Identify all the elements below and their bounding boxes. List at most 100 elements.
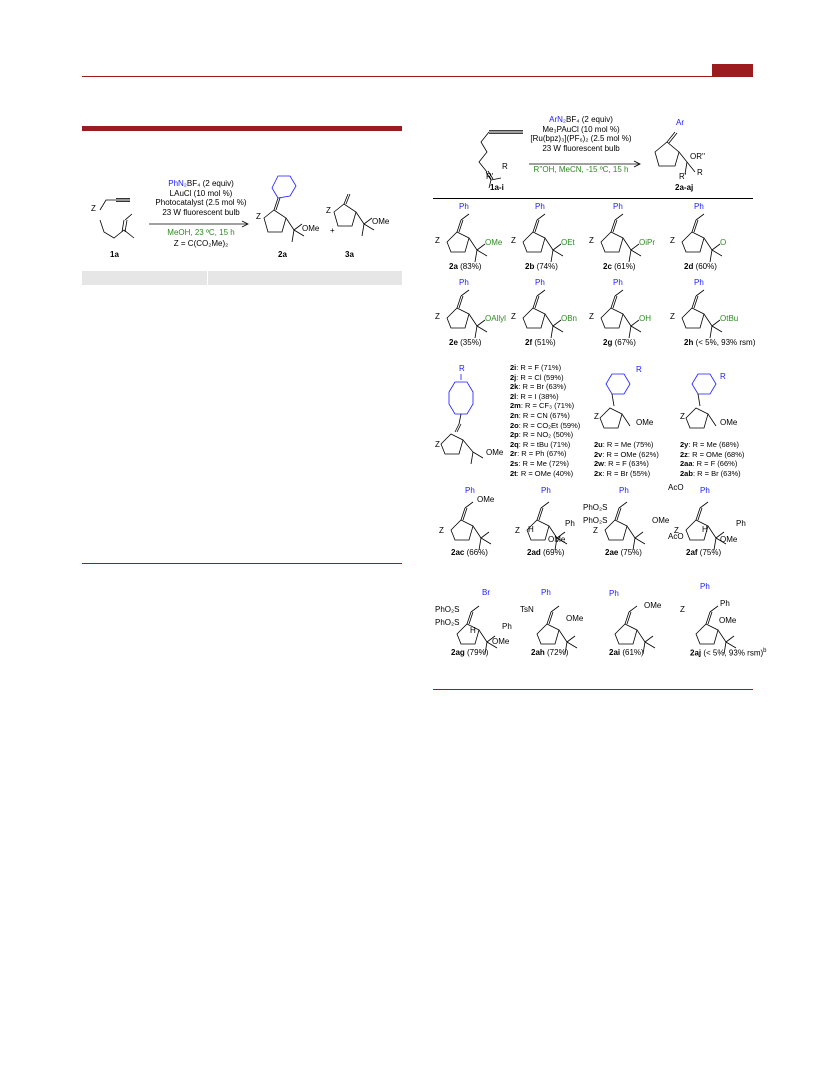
list-item: 2r: R = Ph (67%)	[510, 449, 567, 459]
compound-id: 2aj	[690, 648, 702, 658]
left-z-definition: Z = C(CO₂Me)₂	[173, 239, 229, 248]
left-sm-z: Z	[91, 204, 96, 213]
compound-id: 2g	[603, 338, 613, 347]
compound-2ad-z: Z	[515, 526, 520, 535]
compound-2f-z: Z	[511, 312, 516, 321]
meta-ome: OMe	[636, 418, 654, 427]
left-sm-label: 1a	[110, 250, 119, 259]
compound-2ag-caption: 2ag (79%)	[451, 648, 488, 657]
list-item: 2n: R = CN (67%)	[510, 410, 570, 420]
right-or: OR''	[690, 152, 706, 161]
meta-yield-list: 2u: R = Me (75%)2v: R = OMe (62%)2w: R =…	[594, 440, 659, 478]
compound-2ad-caption: 2ad (69%)	[527, 548, 564, 557]
compound-yield: (67%)	[612, 338, 636, 347]
meta-ortho-structures	[599, 373, 717, 429]
compound-2ag-ome: OMe	[492, 637, 510, 646]
compound-2ae-phso2-b: PhO₂S	[583, 516, 608, 525]
compound-yield: (61%)	[620, 648, 644, 657]
left-solvent: MeOH, 23 ºC, 15 h	[167, 228, 235, 237]
compound-2aj-structure	[695, 605, 737, 655]
list-item: 2p: R = NO₂ (50%)	[510, 430, 574, 440]
right-solvent: R''OH, MeCN, -15 ºC, 15 h	[533, 165, 629, 174]
list-item: 2k: R = Br (63%)	[510, 382, 567, 392]
para-r: R	[459, 364, 465, 373]
compound-yield: (69%)	[540, 548, 565, 557]
compound-2b-structure	[522, 213, 564, 263]
left-p2-z: Z	[326, 206, 331, 215]
left-scheme-structures	[99, 175, 375, 243]
compound-yield: (< 5%, 93% rsm)	[693, 338, 756, 347]
compound-2c-structure	[600, 213, 642, 263]
compound-2ac-z: Z	[439, 526, 444, 535]
para-ome: OMe	[486, 448, 504, 457]
compound-2af-ph-side: Ph	[736, 519, 746, 528]
compound-2af-z: Z	[674, 526, 679, 535]
compound-2ah-ph: Ph	[541, 588, 551, 597]
left-table-header	[82, 271, 402, 285]
compound-2a-z: Z	[435, 236, 440, 245]
compound-id: 2h	[684, 338, 694, 347]
list-item: 2j: R = Cl (59%)	[510, 372, 564, 382]
left-conditions: PhN₂Z = C(CO₂Me)₂BF₄ (2 equiv) LAuCl (10…	[155, 179, 247, 217]
compound-2ah-caption: 2ah (72%)	[531, 648, 568, 657]
compound-2e-ph: Ph	[459, 278, 469, 287]
compound-2aj-ome: OMe	[719, 616, 737, 625]
compound-2ad-ome: OMe	[548, 535, 566, 544]
compound-id: 2ai	[609, 648, 621, 657]
compound-2aj-caption: 2aj (< 5%, 93% rsm)b	[690, 648, 767, 658]
compound-2ag-phso2-a: PhO₂S	[435, 605, 460, 614]
right-ar: Ar	[676, 118, 684, 127]
compound-2a-caption: 2a (83%)	[449, 262, 481, 271]
compound-id: 2d	[684, 262, 694, 271]
left-p2-ome: OMe	[372, 217, 390, 226]
compound-2ac-ph: Ph	[465, 486, 475, 495]
compound-2ah-tsn: TsN	[520, 605, 534, 614]
compound-2af-ome: OMe	[720, 535, 738, 544]
compound-2e-substituent: OAllyl	[485, 314, 506, 323]
list-item: 2ab: R = Br (63%)	[680, 468, 741, 478]
compound-2ag-ph: Ph	[502, 622, 512, 631]
compound-2aj-ph-b: Ph	[720, 599, 730, 608]
compound-2ae-phso2-a: PhO₂S	[583, 503, 608, 512]
compound-yield: (79%)	[464, 648, 489, 657]
right-sm-rp: R'	[486, 172, 494, 181]
ortho-z: Z	[680, 412, 685, 421]
compound-2ae-structure	[604, 501, 646, 551]
compound-2d-substituent: O	[720, 238, 727, 247]
compound-2ac-caption: 2ac (66%)	[451, 548, 488, 557]
compound-yield: (60%)	[693, 262, 717, 271]
list-item: 2l: R = I (38%)	[510, 391, 559, 401]
compound-id: 2e	[449, 338, 458, 347]
right-table-header-rule	[433, 198, 753, 199]
compound-2b-caption: 2b (74%)	[525, 262, 558, 271]
compound-2f-caption: 2f (51%)	[525, 338, 556, 347]
right-product-label: 2a-aj	[675, 183, 694, 192]
compound-2ai-structure	[614, 605, 656, 655]
compound-2d-ph: Ph	[694, 202, 704, 211]
compound-id: 2ae	[605, 548, 619, 557]
compound-id: 2f	[525, 338, 533, 347]
compound-2h-z: Z	[670, 312, 675, 321]
right-sm-r: R	[502, 162, 508, 171]
compound-2a-ph: Ph	[459, 202, 469, 211]
compound-2d-z: Z	[670, 236, 675, 245]
compound-2aj-z: Z	[680, 605, 685, 614]
right-table-bottom-rule	[433, 689, 753, 690]
compound-2a-substituent: OMe	[485, 238, 503, 247]
compound-2ai-ph: Ph	[609, 589, 619, 598]
ortho-yield-list: 2y: R = Me (68%)2z: R = OMe (68%)2aa: R …	[680, 440, 744, 478]
compound-2af-ph: Ph	[700, 486, 710, 495]
compound-yield: (35%)	[457, 338, 482, 347]
compound-2d-caption: 2d (60%)	[684, 262, 717, 271]
meta-r: R	[636, 365, 642, 374]
compound-2ae-ph: Ph	[619, 486, 629, 495]
left-p1-ome: OMe	[302, 224, 320, 233]
left-p1-z: Z	[256, 212, 261, 221]
compound-2af-structure	[685, 501, 727, 551]
compound-2g-substituent: OH	[639, 314, 651, 323]
compound-yield: (74%)	[534, 262, 558, 271]
compound-2c-ph: Ph	[613, 202, 623, 211]
compound-yield: (< 5%, 93% rsm)	[701, 648, 764, 658]
list-item: 2i: R = F (71%)	[510, 363, 562, 372]
left-plus: +	[330, 226, 335, 235]
